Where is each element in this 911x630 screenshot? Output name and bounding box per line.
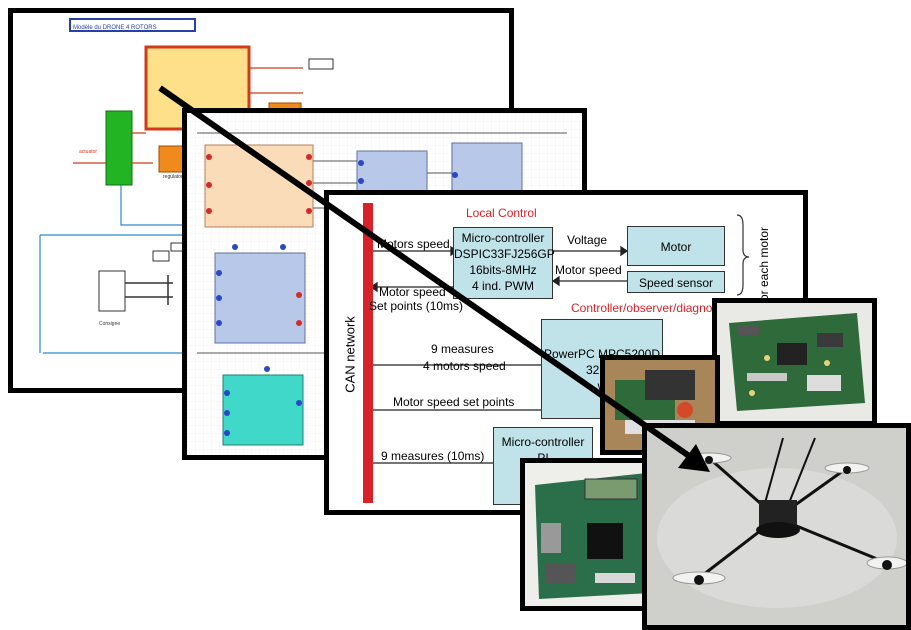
measures-10ms-label: 9 measures (10ms)	[381, 449, 485, 463]
mcu1-line4: 4 ind. PWM	[471, 279, 534, 293]
simulink-title: Modèle du DRONE 4 ROTORS	[73, 25, 157, 31]
motor-label: Motor	[660, 240, 692, 254]
board-image	[729, 313, 865, 411]
mcu2-line1: Micro-controller	[501, 435, 585, 449]
can-bus	[363, 203, 373, 503]
svg-text:actuator: actuator	[79, 149, 97, 155]
microcontroller-dspic-block: Micro-controller DSPIC33FJ256GP 16bits-8…	[453, 227, 555, 299]
can-bus-label: CAN network	[342, 316, 358, 393]
local-control-label: Local Control	[466, 206, 537, 220]
speed-sensor-label: Speed sensor	[638, 276, 714, 290]
mcu1-line3: 16bits-8MHz	[469, 263, 537, 277]
motor-speed-setpoints-line1: Motor speed	[379, 285, 446, 299]
motor-speed-setpoints-line2: Set points (10ms)	[369, 299, 464, 313]
motors-speed-label: Motors speed	[377, 237, 450, 251]
microcontroller-board-photo	[520, 458, 660, 611]
controller-observer-label: Controller/observer/diagnos	[571, 301, 719, 315]
mcu-board-image	[535, 473, 651, 599]
mcu1-line1: Micro-controller	[461, 231, 545, 245]
voltage-label: Voltage	[567, 233, 608, 247]
speed-sensor-block: Speed sensor	[627, 271, 725, 293]
svg-text:regulator: regulator	[163, 174, 183, 180]
motors-speed-4-label: 4 motors speed	[423, 359, 506, 373]
mcu1-line2: DSPIC33FJ256GP	[454, 247, 555, 261]
motor-block: Motor	[627, 226, 725, 266]
quadrotor-drone-photo	[642, 423, 911, 630]
measures-9-label: 9 measures	[431, 342, 494, 356]
drone-image	[647, 428, 906, 625]
motor-speed-set-points-label: Motor speed set points	[393, 395, 515, 409]
circuit-board-photo	[712, 298, 877, 426]
svg-text:Consigne: Consigne	[99, 321, 120, 327]
motor-speed-feedback-label: Motor speed	[555, 263, 622, 277]
